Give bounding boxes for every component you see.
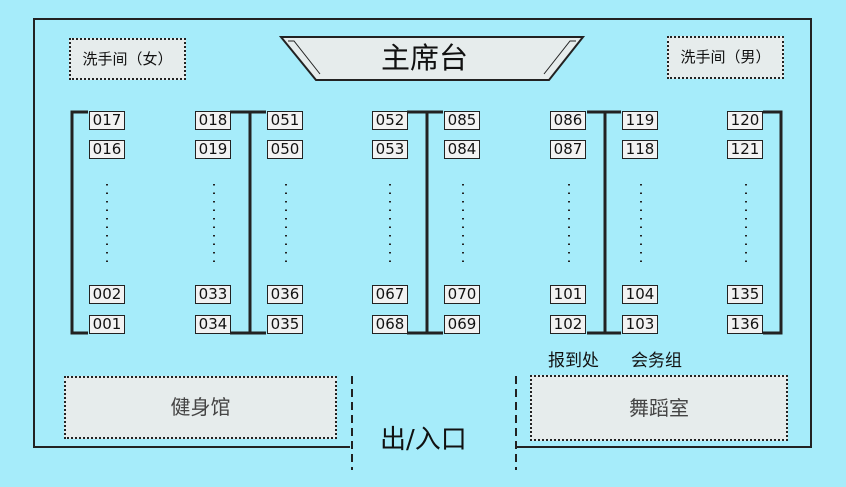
seat-label: 120 [727,111,763,130]
seat-label: 103 [622,315,658,334]
conference-group-label: 会务组 [631,351,682,371]
seat-label: 101 [550,285,586,304]
seat-label: 036 [267,285,303,304]
seat-label: 135 [727,285,763,304]
outer-wall [33,18,812,448]
seat-label: 050 [267,140,303,159]
dance-room-label: 舞蹈室 [629,396,689,420]
seat-label: 034 [195,315,231,334]
table-group-2 [230,110,266,335]
seat-label: 068 [372,315,408,334]
seat-label: 019 [195,140,231,159]
table-group-5 [763,110,783,335]
seat-label: 053 [372,140,408,159]
stage-inner-left [288,40,321,75]
seat-label: 085 [444,111,480,130]
gym: 健身馆 [64,376,337,439]
seat-label: 018 [195,111,231,130]
seat-label: 070 [444,285,480,304]
stage-label: 主席台 [381,41,469,75]
table-group-3 [407,110,443,335]
table-group-4 [587,110,621,335]
stage-inner-right [543,40,576,75]
seat-label: 001 [89,315,125,334]
seat-label: 016 [89,140,125,159]
seat-label: 017 [89,111,125,130]
stage-platform [278,36,586,81]
seat-label: 033 [195,285,231,304]
gym-label: 健身馆 [170,395,231,419]
restroom-male-label: 洗手间（男） [680,48,771,66]
seat-label: 067 [372,285,408,304]
seat-label: 087 [550,140,586,159]
seat-label: 119 [622,111,658,130]
reception-label: 报到处 [548,351,599,371]
seat-label: 086 [550,111,586,130]
restroom-female-label: 洗手间（女） [82,50,173,68]
seat-label: 102 [550,315,586,334]
seat-label: 104 [622,285,658,304]
seat-label: 118 [622,140,658,159]
seat-label: 002 [89,285,125,304]
seat-label: 084 [444,140,480,159]
restroom-male: 洗手间（男） [667,36,784,79]
entrance-label: 出/入口 [380,425,467,455]
restroom-female: 洗手间（女） [69,38,186,80]
seat-label: 121 [727,140,763,159]
seat-label: 069 [444,315,480,334]
seat-label: 052 [372,111,408,130]
table-group-1 [70,110,88,335]
seat-label: 136 [727,315,763,334]
seat-label: 051 [267,111,303,130]
seat-label: 035 [267,315,303,334]
dance-room: 舞蹈室 [530,375,788,441]
